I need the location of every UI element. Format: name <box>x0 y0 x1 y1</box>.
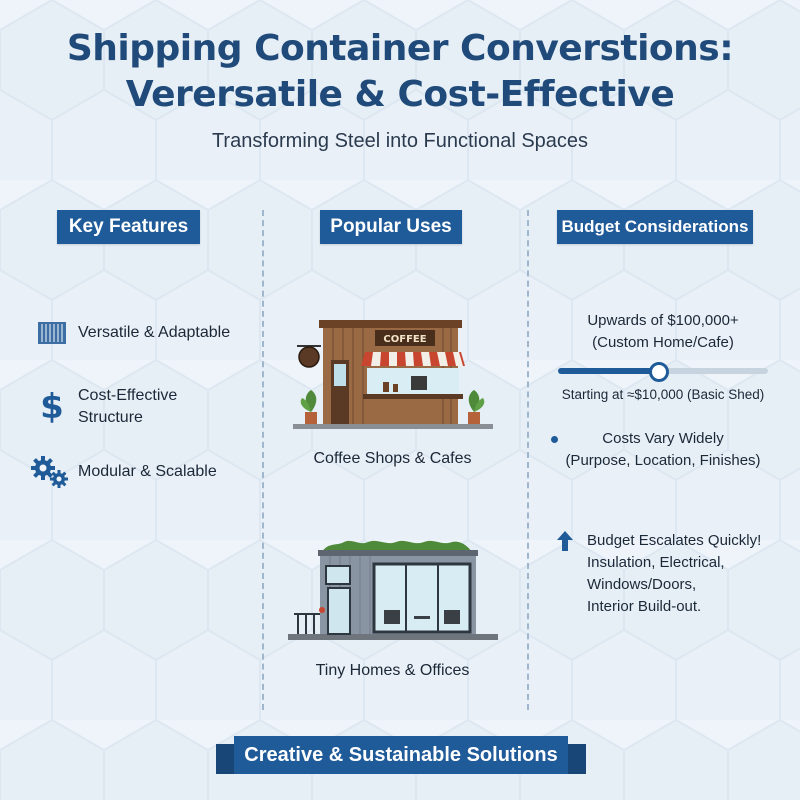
title-line-2: Verersatile & Cost-Effective <box>125 74 675 115</box>
key-features-heading: Key Features <box>57 210 200 244</box>
bullet-icon <box>551 436 558 443</box>
coffee-sign-text: COFFEE <box>383 334 426 345</box>
feature-versatile: Versatile & Adaptable <box>34 315 230 351</box>
gears-icon <box>30 454 70 490</box>
footer-banner: Creative & Sustainable Solutions <box>216 736 586 774</box>
budget-escalate-title: Budget Escalates Quickly! <box>587 532 762 549</box>
dollar-icon: $ <box>40 387 64 427</box>
column-divider-left <box>262 210 264 710</box>
use-label-tiny-homes: Tiny Homes & Offices <box>315 662 470 679</box>
arrow-up-icon <box>557 531 573 551</box>
budget-high-estimate: Upwards of $100,000+ (Custom Home/Cafe) <box>587 312 739 351</box>
use-label-coffee-shops: Coffee Shops & Cafes <box>313 450 472 467</box>
budget-vary-note: Costs Vary Widely (Purpose, Location, Fi… <box>565 430 761 469</box>
feature-cost-effective: $ Cost-Effective Structure <box>34 385 177 429</box>
title-line-1: Shipping Container Converstions: <box>66 28 734 69</box>
feature-label: Versatile & Adaptable <box>78 324 231 341</box>
budget-escalate-note: Budget Escalates Quickly! Insulation, El… <box>587 530 787 618</box>
budget-low-estimate: Starting at ≈$10,000 (Basic Shed) <box>561 387 765 402</box>
page-title: Shipping Container Converstions: Verersa… <box>0 26 800 118</box>
budget-considerations-heading: Budget Considerations <box>557 210 753 244</box>
coffee-shop-icon: COFFEE <box>293 320 493 429</box>
container-icon <box>34 315 70 351</box>
column-divider-right <box>527 210 529 710</box>
page-subtitle: Transforming Steel into Functional Space… <box>211 130 589 152</box>
popular-uses-heading: Popular Uses <box>320 210 462 244</box>
tiny-home-icon <box>288 540 498 640</box>
feature-label: Modular & Scalable <box>78 463 217 480</box>
footer-banner-text: Creative & Sustainable Solutions <box>234 736 568 774</box>
budget-range-knob <box>648 362 669 382</box>
feature-label: Cost-Effective Structure <box>78 387 178 426</box>
feature-modular: Modular & Scalable <box>30 454 217 490</box>
budget-range-fill <box>558 368 659 374</box>
